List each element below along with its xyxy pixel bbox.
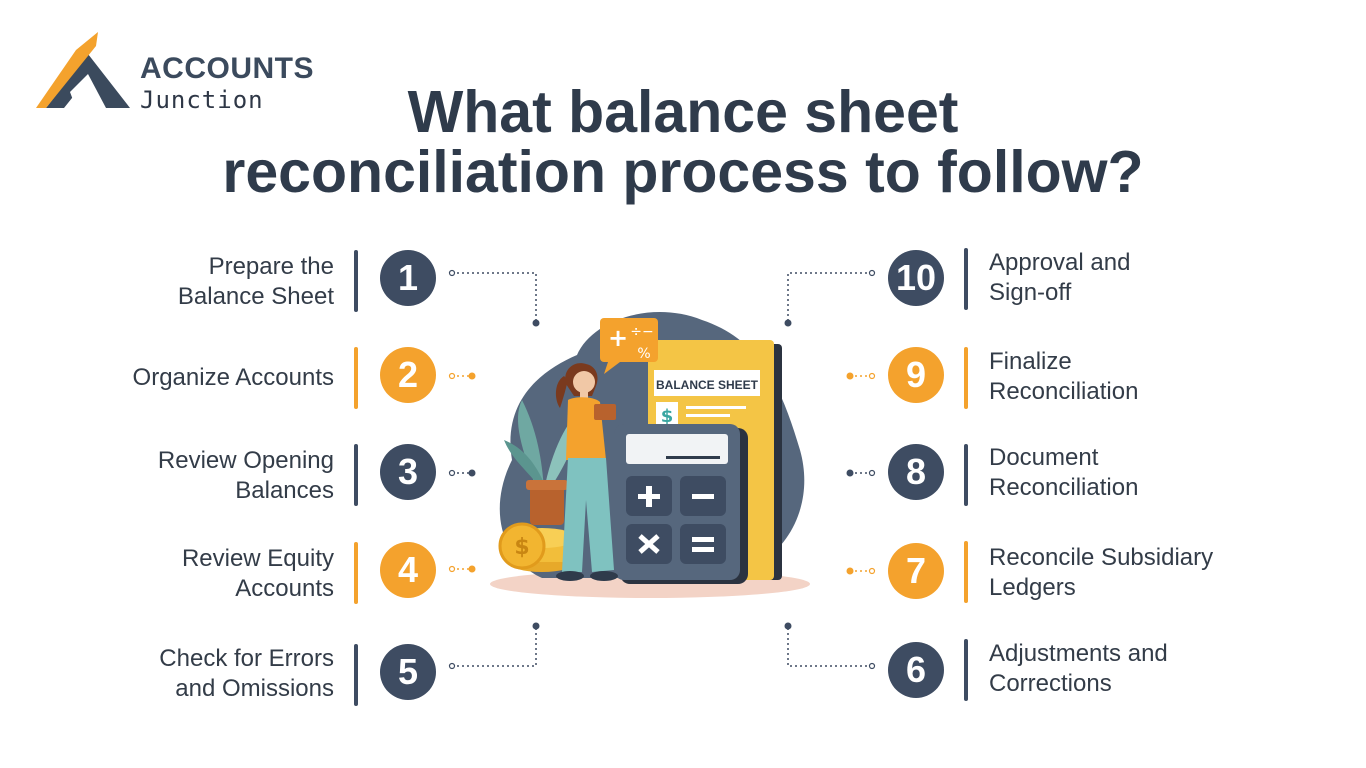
step-divider	[354, 347, 358, 409]
step-divider	[354, 644, 358, 706]
step-label: Prepare the Balance Sheet	[177, 253, 334, 310]
step-divider	[964, 444, 968, 506]
step-divider	[354, 250, 358, 312]
step-7: 7 Reconcile Subsidiary Ledgers	[888, 540, 1268, 604]
step-number-badge: 7	[888, 543, 944, 599]
step-divider	[964, 639, 968, 701]
brand-name: ACCOUNTS	[140, 52, 314, 85]
step-label: Document Reconciliation	[989, 444, 1139, 501]
svg-text:÷−: ÷−	[630, 324, 653, 340]
step-label: Adjustments and Corrections	[989, 640, 1168, 697]
logo-mark-icon	[36, 32, 130, 108]
step-label: Finalize Reconciliation	[989, 348, 1139, 405]
step-number-badge: 5	[380, 644, 436, 700]
step-label: Organize Accounts	[132, 364, 334, 391]
step-divider	[964, 541, 968, 603]
step-1: Prepare the Balance Sheet 1	[80, 249, 438, 313]
step-divider	[964, 347, 968, 409]
svg-text:%: %	[637, 346, 650, 362]
step-3: Review Opening Balances 3	[80, 443, 438, 507]
step-8: 8 Document Reconciliation	[888, 443, 1268, 507]
title-line-2: reconciliation process to follow?	[222, 139, 1144, 205]
step-number-badge: 2	[380, 347, 436, 403]
brand-logo: ACCOUNTS Junction	[36, 32, 336, 114]
brand-subname: Junction	[140, 86, 264, 114]
step-2: Organize Accounts 2	[80, 346, 438, 410]
step-number-badge: 1	[380, 250, 436, 306]
step-6: 6 Adjustments and Corrections	[888, 638, 1268, 702]
step-label: Reconcile Subsidiary Ledgers	[989, 544, 1214, 601]
step-label: Approval and Sign-off	[989, 249, 1131, 306]
step-9: 9 Finalize Reconciliation	[888, 346, 1268, 410]
step-10: 10 Approval and Sign-off	[888, 247, 1268, 311]
step-number-badge: 3	[380, 444, 436, 500]
step-label: Review Opening Balances	[157, 447, 334, 504]
step-label: Review Equity Accounts	[181, 545, 334, 602]
step-number-badge: 6	[888, 642, 944, 698]
step-5: Check for Errors and Omissions 5	[80, 643, 438, 707]
step-number-badge: 8	[888, 444, 944, 500]
svg-text:$: $	[661, 406, 674, 427]
svg-text:$: $	[514, 535, 529, 560]
svg-text:+: +	[608, 324, 628, 352]
step-number-badge: 9	[888, 347, 944, 403]
step-divider	[354, 444, 358, 506]
balance-sheet-illustration: $ BALANCE SHEET $ + % ÷−	[490, 312, 810, 598]
page-title: What balance sheet reconciliation proces…	[0, 82, 1366, 202]
step-number-badge: 4	[380, 542, 436, 598]
step-number-badge: 10	[888, 250, 944, 306]
illustration-doc-title: BALANCE SHEET	[656, 378, 759, 392]
step-label: Check for Errors and Omissions	[159, 645, 334, 702]
step-divider	[354, 542, 358, 604]
step-4: Review Equity Accounts 4	[80, 541, 438, 605]
step-divider	[964, 248, 968, 310]
title-line-1: What balance sheet	[407, 79, 959, 145]
